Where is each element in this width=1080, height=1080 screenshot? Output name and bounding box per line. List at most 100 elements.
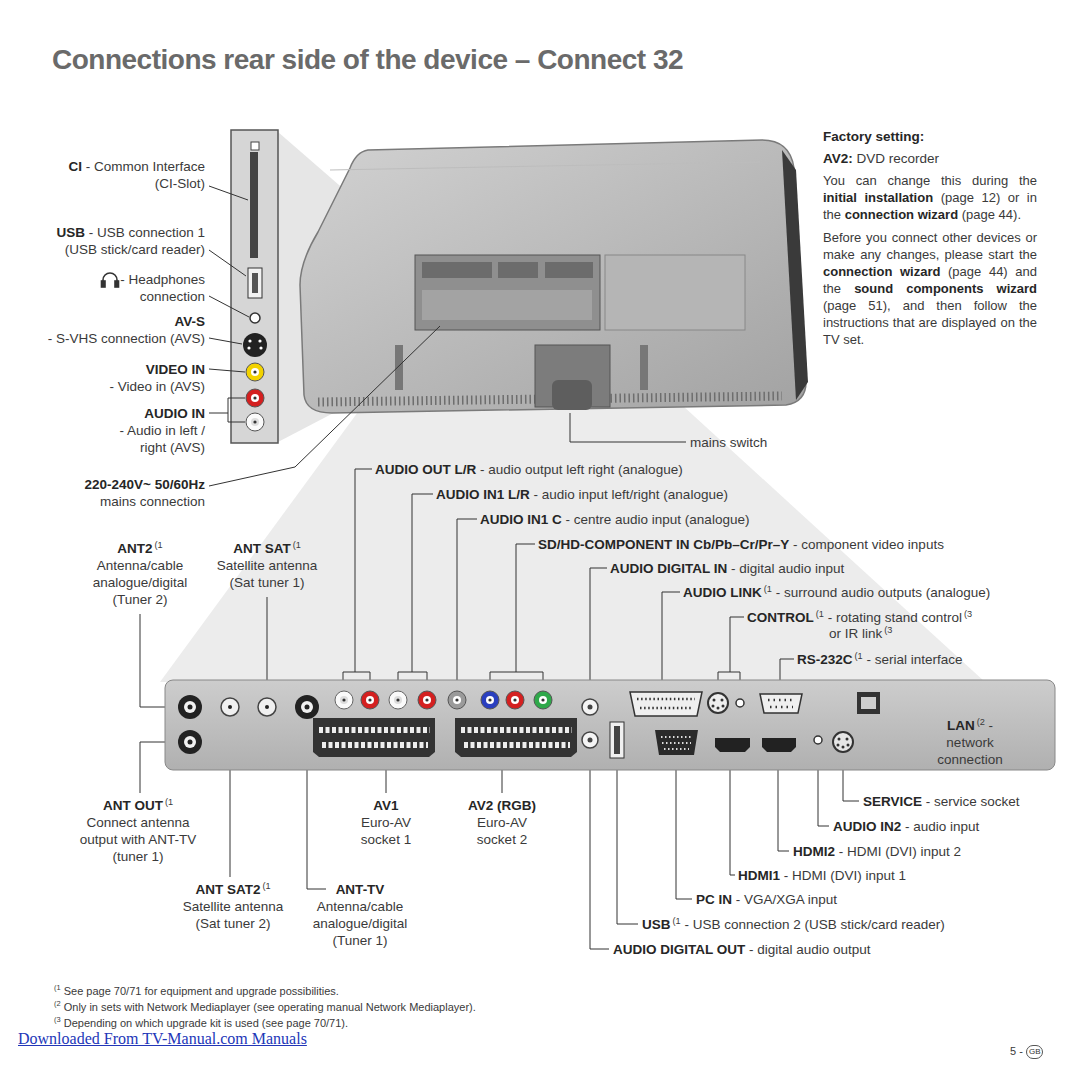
label-text: Antenna/cable analogue/digital (Tuner 1): [313, 899, 408, 948]
port-name: AV-S: [174, 314, 205, 329]
callout-label: AV-S- S-VHS connection (AVS): [30, 313, 205, 347]
port-name: connection wizard: [845, 207, 958, 222]
port-name: 220-240V~ 50/60Hz: [85, 477, 205, 492]
port-name: Factory setting:: [823, 129, 924, 144]
label-text: (page 51), and then follow the instructi…: [823, 298, 1037, 347]
label-text: - service socket: [926, 794, 1020, 809]
port-name: ANT OUT: [103, 798, 163, 813]
footnote-mark: (1: [293, 540, 301, 550]
callout-label: AUDIO OUT L/R - audio output left right …: [375, 461, 683, 478]
label-text: DVD recorder: [857, 151, 940, 166]
callout-label: CI - Common Interface (CI-Slot): [55, 158, 205, 192]
label-text: - Common Interface (CI-Slot): [86, 159, 205, 191]
label-text: - VGA/XGA input: [736, 892, 837, 907]
label-text: Before you connect other devices or make…: [823, 230, 1037, 262]
label-text: (page 44).: [962, 207, 1021, 222]
port-name: AUDIO IN1 C: [480, 512, 562, 527]
label-text: - digital audio input: [731, 561, 844, 576]
callout-label: Factory setting:: [823, 128, 924, 145]
port-name: AUDIO IN1 L/R: [436, 487, 530, 502]
callout-label: ANT-TV Antenna/cable analogue/digital (Tu…: [304, 881, 416, 949]
port-name: AUDIO DIGITAL IN: [610, 561, 727, 576]
port-name: HDMI1: [738, 868, 780, 883]
footnote-mark: (2: [54, 999, 61, 1008]
callout-label: AUDIO IN1 L/R - audio input left/right (…: [436, 486, 728, 503]
page-title: Connections rear side of the device – Co…: [52, 44, 683, 76]
callout-label: AV1Euro-AV socket 1: [346, 797, 426, 848]
port-name: AUDIO IN: [144, 406, 205, 421]
callout-label: AUDIO DIGITAL OUT - digital audio output: [613, 941, 871, 958]
label-text: Euro-AV socket 1: [361, 815, 411, 847]
port-name: VIDEO IN: [146, 362, 205, 377]
port-name: ANT-TV: [336, 882, 385, 897]
callout-label: AV2: DVD recorder: [823, 150, 939, 167]
port-name: USB: [642, 917, 671, 932]
callout-label: SERVICE - service socket: [863, 793, 1020, 810]
label-text: network connection: [937, 735, 1002, 767]
label-text: See page 70/71 for equipment and upgrade…: [64, 985, 339, 997]
callout-label: 220-240V~ 50/60Hz mains connection: [35, 476, 205, 510]
callout-label: LAN(2 -network connection: [920, 717, 1020, 768]
label-text: - Headphones connection: [120, 272, 205, 304]
callout-label: AV2 (RGB) Euro-AV socket 2: [462, 797, 542, 848]
callout-label: USB(1 - USB connection 2 (USB stick/card…: [642, 916, 945, 933]
port-name: ANT SAT2: [195, 882, 260, 897]
port-name: ANT2: [117, 541, 152, 556]
port-name: connection wizard: [823, 264, 940, 279]
callout-label: ANT SAT(1Satellite antenna (Sat tuner 1): [205, 540, 330, 591]
port-name: ANT SAT: [233, 541, 291, 556]
footnote-mark: (1: [855, 651, 863, 661]
label-text: Only in sets with Network Mediaplayer (s…: [64, 1001, 476, 1013]
callout-label: Before you connect other devices or make…: [823, 229, 1037, 348]
port-name: SD/HD-COMPONENT IN Cb/Pb–Cr/Pr–Y: [538, 537, 789, 552]
callout-label: mains switch: [690, 434, 767, 451]
footnote-mark: (1: [262, 881, 270, 891]
callout-label: SD/HD-COMPONENT IN Cb/Pb–Cr/Pr–Y - compo…: [538, 536, 944, 553]
label-text: - HDMI (DVI) input 1: [784, 868, 906, 883]
callout-label: ANT SAT2(1Satellite antenna (Sat tuner 2…: [171, 881, 296, 932]
callout-label: AUDIO LINK(1 - surround audio outputs (a…: [683, 584, 990, 601]
callout-label: PC IN - VGA/XGA input: [696, 891, 837, 908]
callout-label: Downloaded From TV-Manual.com Manuals: [18, 1030, 307, 1048]
port-name: AV2 (RGB): [468, 798, 536, 813]
footnote-mark: (1: [673, 916, 681, 926]
callout-label: VIDEO IN - Video in (AVS): [55, 361, 205, 395]
label-text: - component video inputs: [793, 537, 944, 552]
label-text: - HDMI (DVI) input 2: [839, 844, 961, 859]
headphone-icon: [102, 273, 119, 287]
connector-panel: [165, 680, 1055, 770]
callout-label: ANT OUT(1Connect antenna output with ANT…: [71, 797, 206, 865]
label-text: - USB connection 2 (USB stick/card reade…: [684, 917, 944, 932]
callout-label: CONTROL(1 - rotating stand control(3: [747, 609, 972, 626]
port-name: HDMI2: [793, 844, 835, 859]
watermark: Downloaded From TV-Manual.com Manuals: [18, 1030, 307, 1047]
label-text: Depending on which upgrade kit is used (…: [64, 1017, 348, 1029]
port-name: RS-232C: [797, 652, 853, 667]
footnote-mark: (3: [54, 1015, 61, 1024]
port-name: AV2:: [823, 151, 853, 166]
label-text: - audio output left right (analogue): [480, 462, 683, 477]
port-name: PC IN: [696, 892, 732, 907]
callout-label: HDMI1 - HDMI (DVI) input 1: [738, 867, 906, 884]
callout-label: or IR link(3: [829, 625, 892, 642]
label-text: mains switch: [690, 435, 767, 450]
port-name: CI: [68, 159, 82, 174]
label-text: - Audio in left / right (AVS): [119, 423, 205, 455]
callout-label: USB - USB connection 1 (USB stick/card r…: [45, 224, 205, 258]
port-name: AV1: [373, 798, 398, 813]
port-name: initial installation: [823, 190, 933, 205]
callout-label: (1 See page 70/71 for equipment and upgr…: [52, 984, 339, 998]
label-text: mains connection: [100, 494, 205, 509]
port-name: AUDIO OUT L/R: [375, 462, 476, 477]
label-text: - centre audio input (analogue): [566, 512, 750, 527]
callout-label: (3 Depending on which upgrade kit is use…: [52, 1016, 348, 1030]
label-text: - USB connection 1 (USB stick/card reade…: [65, 225, 205, 257]
label-text: Antenna/cable analogue/digital (Tuner 2): [93, 558, 188, 607]
port-name: AUDIO IN2: [833, 819, 901, 834]
footnote-mark: (1: [764, 584, 772, 594]
label-text: - Video in (AVS): [109, 379, 205, 394]
label-text: Euro-AV socket 2: [477, 815, 527, 847]
callout-label: You can change this during the initial i…: [823, 172, 1037, 223]
callout-label: (2 Only in sets with Network Mediaplayer…: [52, 1000, 476, 1014]
callout-label: AUDIO IN2 - audio input: [833, 818, 979, 835]
